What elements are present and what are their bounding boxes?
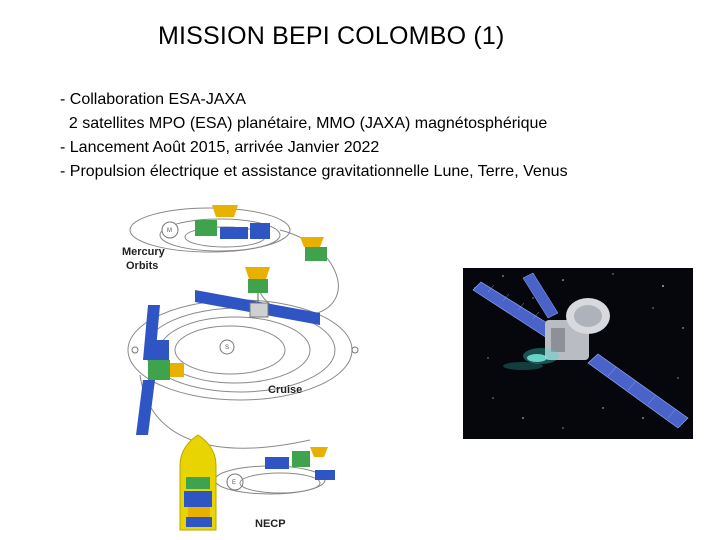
slide-title: MISSION BEPI COLOMBO (1): [158, 22, 505, 50]
bullet-item: 2 satellites MPO (ESA) planétaire, MMO (…: [60, 115, 548, 132]
bullet-item: - Lancement Août 2015, arrivée Janvier 2…: [60, 139, 380, 156]
spacecraft-necp: [265, 447, 335, 480]
label-cruise: Cruise: [268, 384, 302, 396]
thruster-glow: [503, 348, 559, 370]
spacecraft-orbit-1: [195, 205, 270, 239]
svg-text:E: E: [232, 480, 236, 486]
label-necp: NECP: [255, 518, 286, 530]
label-mercury: Mercury: [122, 246, 166, 258]
spacecraft-orbit-3: [245, 267, 270, 303]
bullet-list: - Collaboration ESA-JAXA 2 satellites MP…: [60, 88, 568, 184]
label-orbits: Orbits: [126, 260, 158, 272]
spacecraft-body: [545, 298, 610, 360]
mission-diagram: M S E Mercury Orbits Cruise NECP: [122, 205, 359, 531]
solar-array-right: [587, 353, 689, 429]
svg-text:S: S: [225, 345, 229, 351]
svg-text:M: M: [167, 228, 172, 234]
spacecraft-orbit-2: [300, 237, 327, 261]
planet-bodies: M S E: [131, 221, 359, 491]
launcher-fairing: [179, 434, 217, 531]
bullet-item: - Collaboration ESA-JAXA: [60, 91, 246, 108]
bullet-item: - Propulsion électrique et assistance gr…: [60, 163, 568, 180]
spacecraft-photo: [463, 268, 693, 439]
